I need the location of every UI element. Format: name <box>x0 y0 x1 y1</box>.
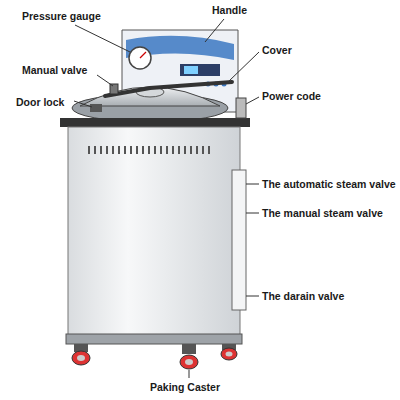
part-label: Power code <box>262 90 321 103</box>
part-label: The manual steam valve <box>262 207 383 220</box>
part-label: The darain valve <box>262 290 344 303</box>
part-label: Paking Caster <box>150 381 220 394</box>
part-label: Door lock <box>16 96 64 109</box>
part-label: Cover <box>262 44 292 57</box>
part-label: Handle <box>212 4 247 17</box>
part-label: Manual valve <box>22 64 87 77</box>
part-label: The automatic steam valve <box>262 178 396 191</box>
part-label: Pressure gauge <box>22 10 101 23</box>
